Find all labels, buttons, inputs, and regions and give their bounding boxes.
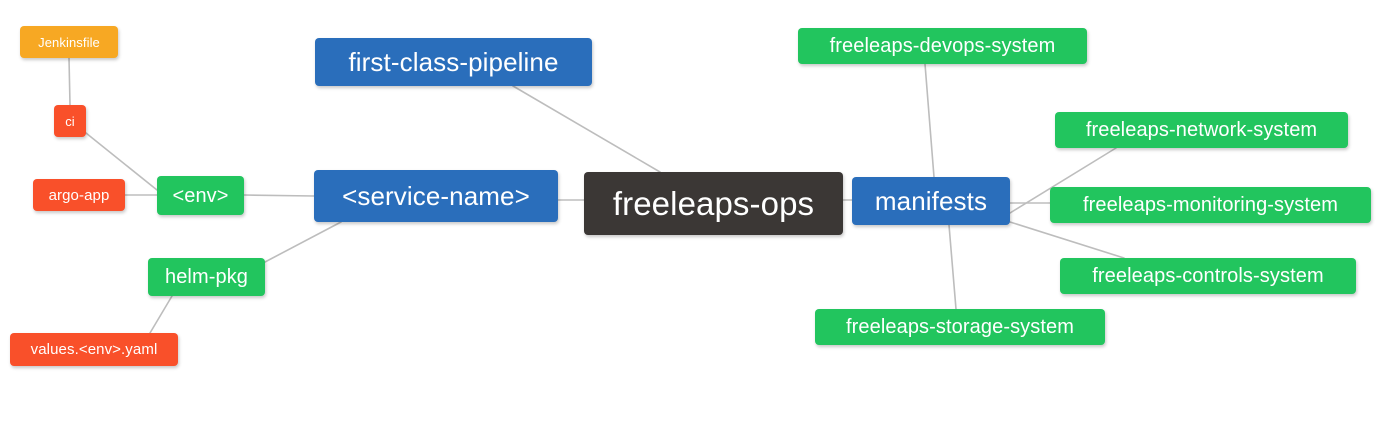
node-label-jenkinsfile: Jenkinsfile [38, 34, 100, 50]
node-argo-app[interactable]: argo-app [33, 179, 125, 211]
node-label-service-name: <service-name> [342, 181, 530, 211]
node-freeleaps-controls-system[interactable]: freeleaps-controls-system [1060, 258, 1356, 294]
node-label-first-class-pipeline: first-class-pipeline [348, 47, 559, 77]
node-jenkinsfile[interactable]: Jenkinsfile [20, 26, 118, 58]
node-label-argo-app: argo-app [48, 186, 110, 204]
edge-service-name-to-helm-pkg [264, 221, 342, 263]
edge-env-to-service-name [243, 194, 315, 197]
edge-first-class-pipeline-to-freeleaps-ops [512, 85, 661, 173]
edge-manifests-to-freeleaps-storage-system [948, 224, 957, 310]
node-label-values-env-yaml: values.<env>.yaml [30, 341, 158, 358]
edge-manifests-to-freeleaps-devops-system [924, 63, 935, 178]
node-label-freeleaps-network-system: freeleaps-network-system [1085, 119, 1318, 141]
node-label-manifests: manifests [874, 186, 988, 216]
node-label-env: <env> [172, 184, 229, 207]
node-freeleaps-ops[interactable]: freeleaps-ops [584, 172, 843, 235]
node-label-freeleaps-devops-system: freeleaps-devops-system [829, 35, 1056, 57]
node-env[interactable]: <env> [157, 176, 244, 215]
node-freeleaps-monitoring-system[interactable]: freeleaps-monitoring-system [1050, 187, 1371, 223]
node-label-helm-pkg: helm-pkg [164, 266, 249, 288]
edge-jenkinsfile-to-ci [68, 57, 71, 106]
edge-manifests-to-freeleaps-controls-system [1009, 221, 1125, 259]
edge-helm-pkg-to-values-env-yaml [149, 295, 173, 334]
node-label-freeleaps-controls-system: freeleaps-controls-system [1092, 265, 1324, 287]
node-label-freeleaps-monitoring-system: freeleaps-monitoring-system [1082, 194, 1338, 216]
node-manifests[interactable]: manifests [852, 177, 1010, 225]
node-freeleaps-storage-system[interactable]: freeleaps-storage-system [815, 309, 1105, 345]
node-helm-pkg[interactable]: helm-pkg [148, 258, 265, 296]
node-freeleaps-network-system[interactable]: freeleaps-network-system [1055, 112, 1348, 148]
node-label-freeleaps-ops: freeleaps-ops [612, 185, 815, 222]
node-service-name[interactable]: <service-name> [314, 170, 558, 222]
node-label-freeleaps-storage-system: freeleaps-storage-system [845, 316, 1075, 338]
node-values-env-yaml[interactable]: values.<env>.yaml [10, 333, 178, 366]
node-label-ci: ci [65, 113, 75, 129]
node-ci[interactable]: ci [54, 105, 86, 137]
node-freeleaps-devops-system[interactable]: freeleaps-devops-system [798, 28, 1087, 64]
node-first-class-pipeline[interactable]: first-class-pipeline [315, 38, 592, 86]
